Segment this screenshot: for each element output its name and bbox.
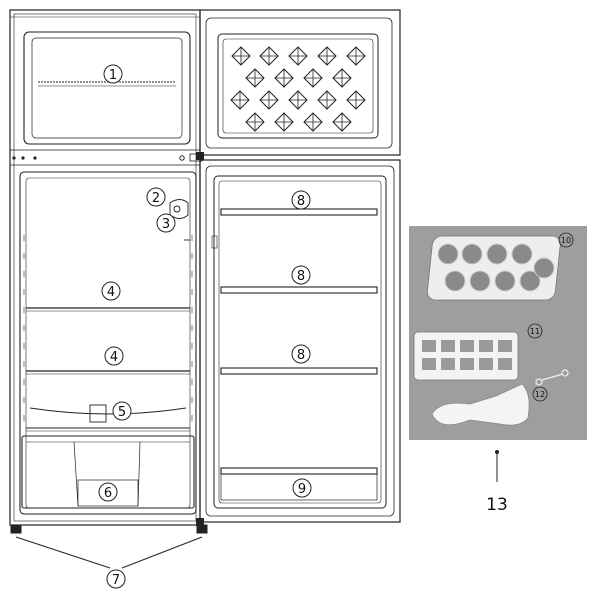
svg-text:2: 2 — [152, 191, 160, 206]
svg-text:7: 7 — [112, 573, 120, 588]
accessories-label: 13 — [486, 495, 508, 515]
callout-6: 6 — [98, 482, 118, 502]
callout-11: 11 — [527, 323, 543, 339]
svg-text:1: 1 — [109, 68, 117, 83]
callout-5: 5 — [112, 401, 132, 421]
svg-text:5: 5 — [118, 405, 126, 420]
callout-12: 12 — [532, 386, 548, 402]
glass-shelf-lower — [26, 370, 190, 375]
door-balcony-1 — [220, 208, 378, 216]
adjustable-feet — [10, 524, 208, 569]
fridge-door — [199, 159, 401, 523]
cabinet — [9, 9, 201, 526]
callout-7: 7 — [106, 569, 126, 589]
accessory-panel — [409, 226, 587, 440]
callout-2: 2 — [146, 187, 166, 207]
svg-text:12: 12 — [535, 390, 545, 399]
drain-plug — [535, 369, 569, 386]
thermostat-light — [169, 199, 190, 241]
compartment-divider — [10, 149, 203, 166]
svg-text:8: 8 — [297, 348, 305, 363]
callout-8-bottom: 8 — [291, 344, 311, 364]
callout-8-middle: 8 — [291, 265, 311, 285]
callout-3: 3 — [156, 213, 176, 233]
svg-text:9: 9 — [298, 482, 306, 497]
door-hinges — [196, 152, 204, 526]
callout-9: 9 — [292, 478, 312, 498]
ice-scraper — [431, 383, 530, 426]
freezer-compartment — [23, 31, 191, 145]
callout-4-upper: 4 — [101, 281, 121, 301]
callout-8-top: 8 — [291, 190, 311, 210]
door-balcony-2 — [220, 286, 378, 294]
svg-text:11: 11 — [530, 327, 540, 336]
svg-text:3: 3 — [162, 217, 170, 232]
bottle-balcony — [220, 467, 378, 501]
callout-4-lower: 4 — [104, 346, 124, 366]
accessory-leader — [495, 450, 499, 482]
freezer-door — [199, 9, 401, 156]
glass-shelf-upper — [26, 307, 190, 312]
freezer-door-pattern — [230, 46, 366, 132]
svg-text:13: 13 — [486, 495, 508, 515]
crisper-drawer — [21, 435, 195, 509]
water-collector — [26, 404, 190, 432]
ice-cube-tray — [413, 331, 519, 381]
callout-1: 1 — [103, 64, 123, 84]
svg-text:4: 4 — [110, 350, 118, 365]
svg-text:8: 8 — [297, 269, 305, 284]
door-balcony-3 — [220, 367, 378, 375]
svg-text:4: 4 — [107, 285, 115, 300]
svg-text:10: 10 — [561, 236, 571, 245]
svg-text:6: 6 — [104, 486, 112, 501]
callout-10: 10 — [558, 232, 574, 248]
egg-tray — [426, 235, 561, 301]
svg-text:8: 8 — [297, 194, 305, 209]
